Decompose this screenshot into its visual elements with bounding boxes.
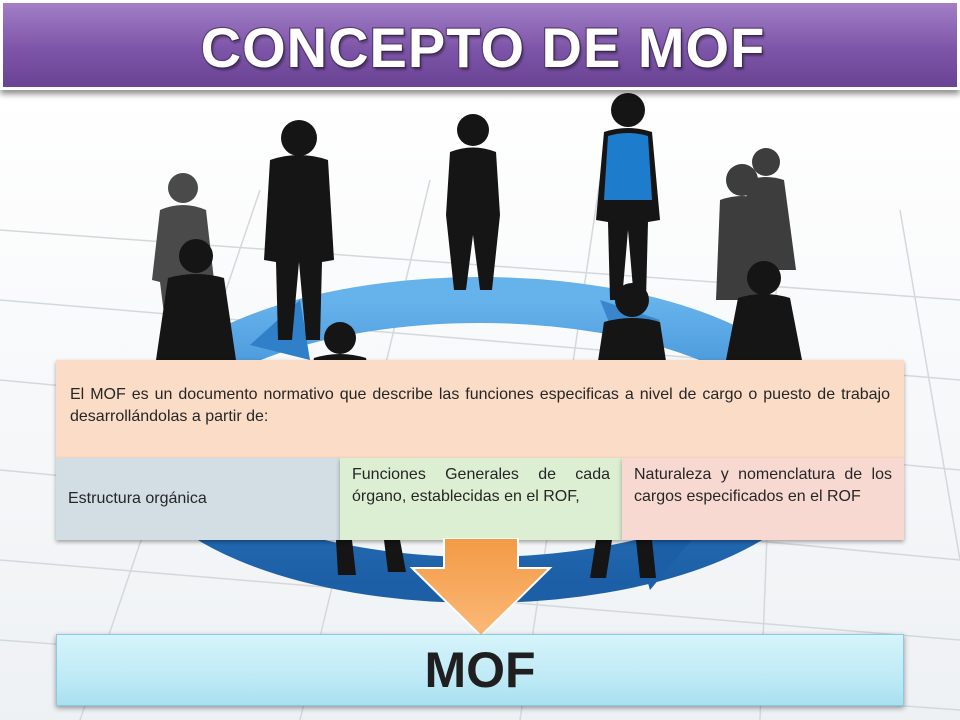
source-text-nature: Naturaleza y nomenclatura de los cargos … bbox=[634, 466, 892, 505]
definition-box: El MOF es un documento normativo que des… bbox=[56, 360, 904, 458]
source-text-structure: Estructura orgánica bbox=[68, 490, 207, 507]
title-bar: CONCEPTO DE MOF bbox=[0, 0, 960, 90]
result-label: MOF bbox=[424, 642, 536, 698]
source-text-functions: Funciones Generales de cada órgano, esta… bbox=[352, 466, 610, 505]
source-box-structure: Estructura orgánica bbox=[56, 458, 340, 540]
definition-text: El MOF es un documento normativo que des… bbox=[70, 386, 890, 425]
result-box: MOF bbox=[56, 634, 904, 706]
page-title: CONCEPTO DE MOF bbox=[199, 15, 766, 81]
down-arrow-icon bbox=[409, 538, 553, 638]
source-box-functions: Funciones Generales de cada órgano, esta… bbox=[340, 458, 622, 540]
source-box-nature: Naturaleza y nomenclatura de los cargos … bbox=[622, 458, 904, 540]
